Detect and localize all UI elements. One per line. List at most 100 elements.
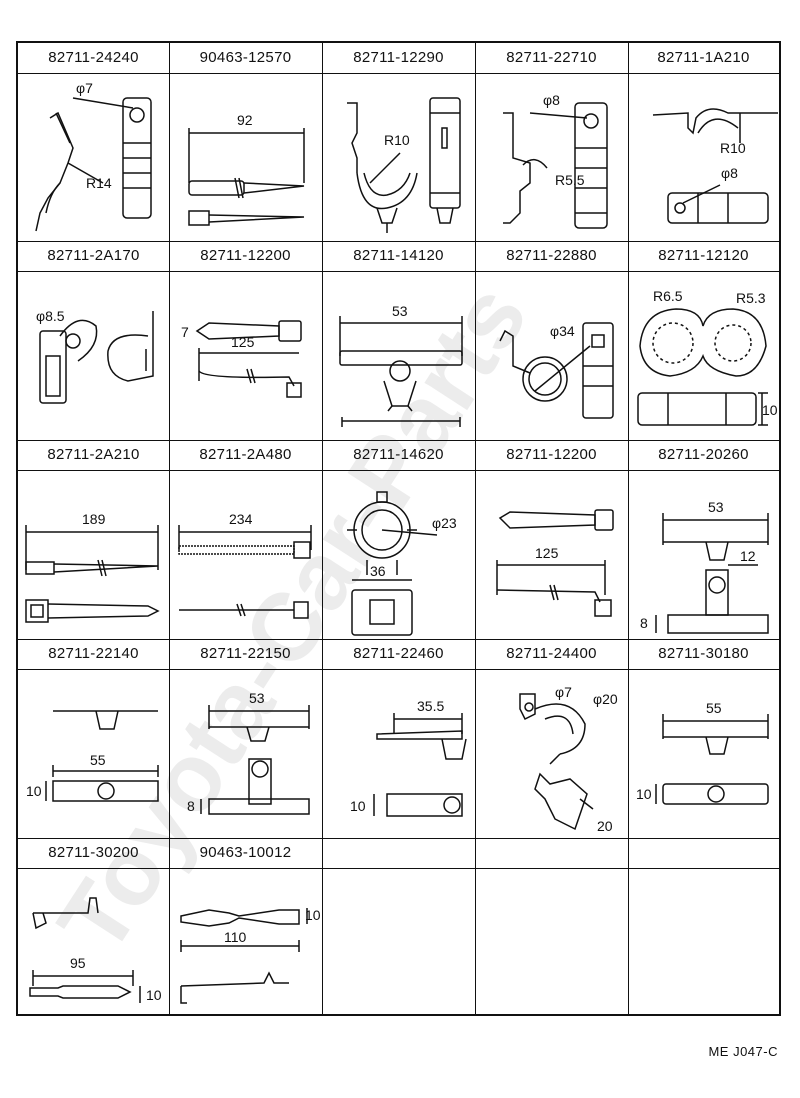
part-cell: 82711-2A210 189 <box>18 440 169 639</box>
dim-label: R14 <box>86 175 112 191</box>
part-drawing: 234 <box>178 511 312 619</box>
dim-label: φ8 <box>721 165 738 181</box>
part-cell: 82711-22710 φ8 R5.5 <box>475 43 628 241</box>
part-number: 82711-22880 <box>475 241 628 272</box>
part-number: 82711-12200 <box>169 241 322 272</box>
dim-label: φ34 <box>550 323 575 339</box>
part-cell: 82711-1A210 R10 φ8 <box>628 43 779 241</box>
part-number: 82711-30180 <box>628 639 779 670</box>
part-drawing: φ8.5 <box>36 308 154 404</box>
dim-label: φ7 <box>76 80 93 96</box>
part-drawing: φ7 R14 <box>35 80 152 232</box>
part-cell: 82711-2A480 234 <box>169 440 322 639</box>
dim-label: 55 <box>706 700 722 716</box>
part-drawing: 189 <box>25 511 160 623</box>
dim-label: φ8.5 <box>36 308 65 324</box>
grid-line <box>18 241 779 242</box>
part-number: 82711-12200 <box>475 440 628 471</box>
dim-label: 53 <box>708 499 724 515</box>
dim-label: R5.3 <box>736 290 766 306</box>
part-number: 82711-22140 <box>18 639 169 670</box>
part-cell: 82711-22150 53 8 <box>169 639 322 838</box>
part-drawing: φ8 R5.5 <box>503 92 608 229</box>
grid-line <box>18 440 779 441</box>
part-cell <box>475 838 628 1014</box>
part-number: 82711-1A210 <box>628 43 779 74</box>
part-number: 90463-10012 <box>169 838 322 869</box>
dim-label: φ7 <box>555 684 572 700</box>
dim-label: 35.5 <box>417 698 444 714</box>
part-number: 82711-30200 <box>18 838 169 869</box>
part-number: 82711-12290 <box>322 43 475 74</box>
part-cell <box>322 838 475 1014</box>
part-cell: 82711-2A170 φ8.5 <box>18 241 169 440</box>
part-drawing: R10 φ8 <box>652 108 778 224</box>
part-cell: 82711-30180 55 10 <box>628 639 779 838</box>
dim-label: 234 <box>229 511 253 527</box>
dim-label: φ8 <box>543 92 560 108</box>
part-cell: 90463-10012 10 110 <box>169 838 322 1014</box>
part-drawing: φ34 <box>499 322 614 419</box>
grid-line <box>18 838 779 839</box>
dim-label: 8 <box>187 798 195 814</box>
part-cell <box>628 838 779 1014</box>
part-number: 90463-12570 <box>169 43 322 74</box>
dim-label: 10 <box>350 798 366 814</box>
dim-label: 7 <box>181 324 189 340</box>
part-cell: 82711-12200 125 <box>475 440 628 639</box>
part-number: 82711-12120 <box>628 241 779 272</box>
dim-label: 125 <box>535 545 559 561</box>
dim-label: 10 <box>26 783 42 799</box>
dim-label: 125 <box>231 334 255 350</box>
part-cell: 82711-24400 φ7 φ20 20 <box>475 639 628 838</box>
part-number <box>322 838 475 869</box>
dim-label: 53 <box>392 303 408 319</box>
part-drawing: 7 125 <box>181 320 302 398</box>
dim-label: 53 <box>249 690 265 706</box>
dim-label: R5.5 <box>555 172 585 188</box>
dim-label: φ20 <box>593 691 618 707</box>
part-cell: 82711-12200 7 125 <box>169 241 322 440</box>
part-number: 82711-22150 <box>169 639 322 670</box>
part-drawing: 10 110 <box>180 907 321 1004</box>
part-number: 82711-24240 <box>18 43 169 74</box>
part-drawing: 92 <box>188 112 305 226</box>
grid-line <box>169 43 170 1014</box>
dim-label: 110 <box>224 929 247 945</box>
dim-label: φ23 <box>432 515 457 531</box>
part-cell: 82711-30200 95 10 <box>18 838 169 1014</box>
part-cell: 82711-22460 35.5 10 <box>322 639 475 838</box>
dim-label: 10 <box>636 786 652 802</box>
part-drawing: φ23 36 <box>347 491 457 636</box>
dim-label: 8 <box>640 615 648 631</box>
grid-line <box>475 43 476 1014</box>
dim-label: 10 <box>762 402 778 418</box>
part-cell: 82711-12290 R10 <box>322 43 475 241</box>
part-number: 82711-24400 <box>475 639 628 670</box>
part-cell: 82711-14120 53 <box>322 241 475 440</box>
part-drawing: 53 12 8 <box>640 499 769 634</box>
part-drawing: 53 <box>339 303 463 427</box>
grid-line <box>628 43 629 1014</box>
dim-label: 36 <box>370 563 386 579</box>
part-cell: 82711-12120 R6.5 R5.3 10 <box>628 241 779 440</box>
part-cell: 82711-14620 φ23 36 <box>322 440 475 639</box>
part-cell: 82711-22140 55 10 <box>18 639 169 838</box>
dim-label: R10 <box>384 132 410 148</box>
part-drawing: 55 10 <box>26 710 159 802</box>
dim-label: 10 <box>305 907 321 923</box>
dim-label: R10 <box>720 140 746 156</box>
part-number: 82711-2A170 <box>18 241 169 272</box>
part-drawing: 95 10 <box>29 897 162 1003</box>
part-drawing: 35.5 10 <box>350 698 467 817</box>
part-number: 82711-2A480 <box>169 440 322 471</box>
part-drawing: 125 <box>496 509 614 617</box>
dim-label: 12 <box>740 548 756 564</box>
part-number: 82711-20260 <box>628 440 779 471</box>
part-cell: 82711-22880 φ34 <box>475 241 628 440</box>
part-number: 82711-22710 <box>475 43 628 74</box>
dim-label: 95 <box>70 955 86 971</box>
part-number: 82711-22460 <box>322 639 475 670</box>
dim-label: R6.5 <box>653 288 683 304</box>
part-drawing: R6.5 R5.3 10 <box>637 288 778 426</box>
